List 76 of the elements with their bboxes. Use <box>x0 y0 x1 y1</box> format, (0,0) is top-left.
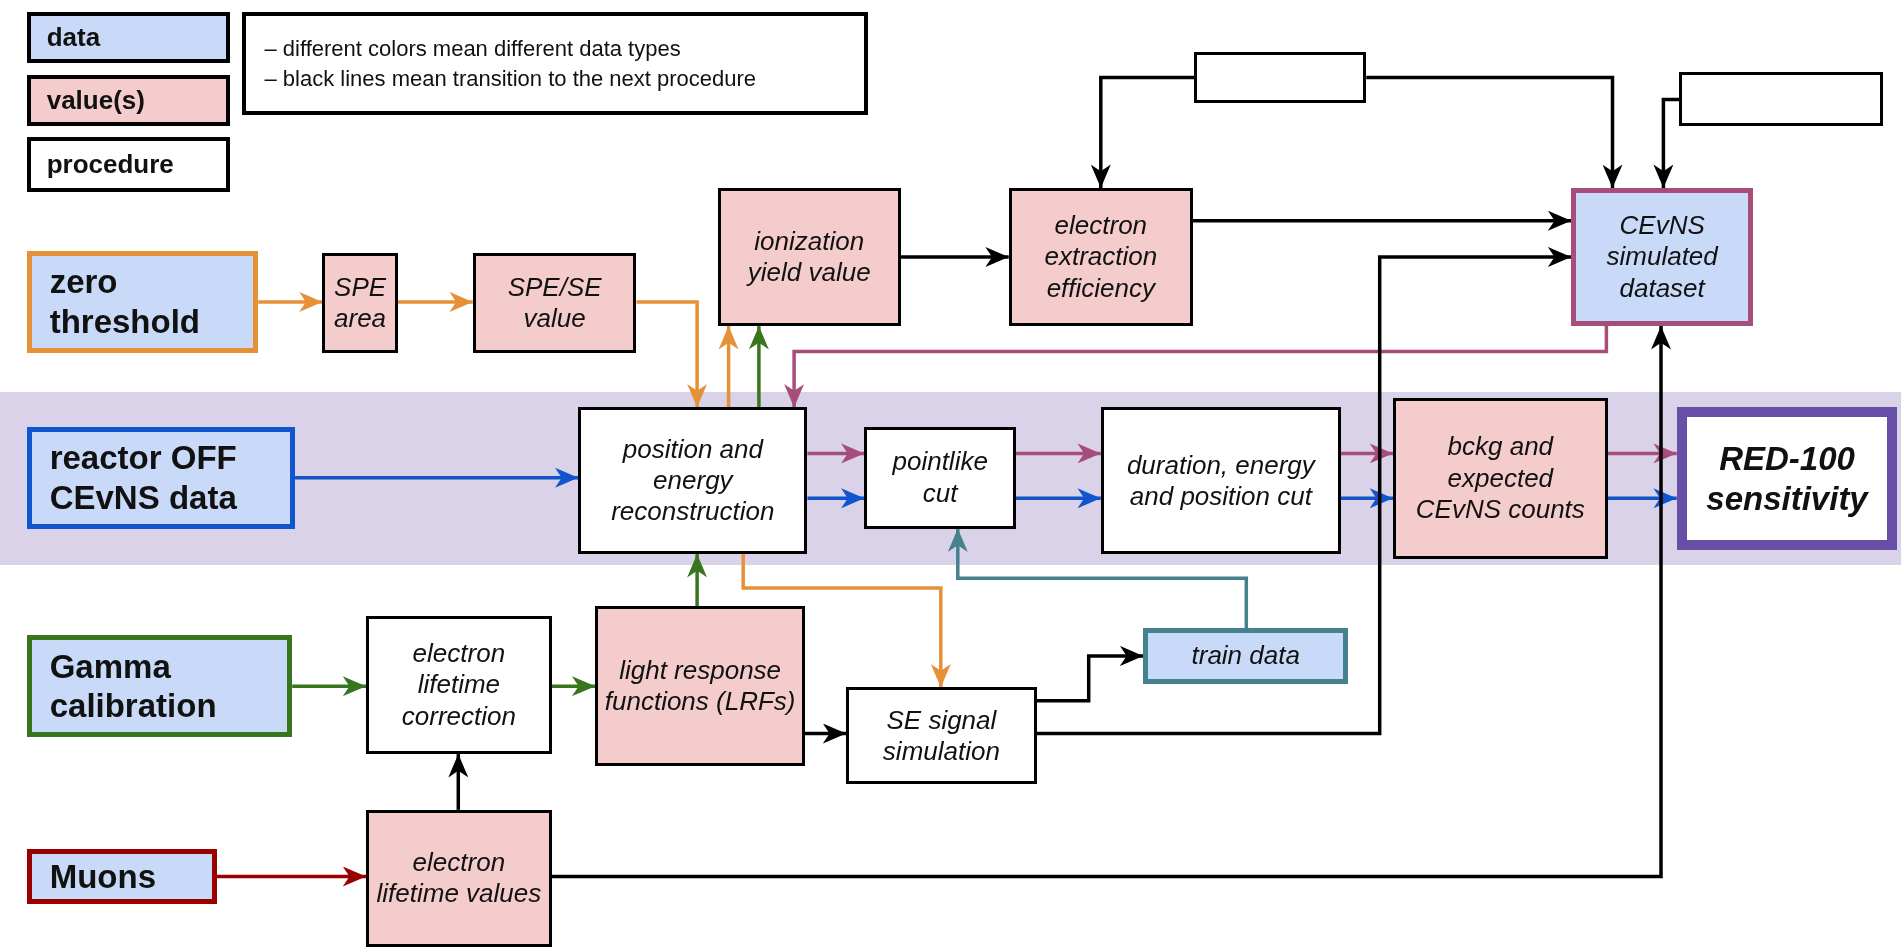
value-box <box>717 187 901 327</box>
node-label: bckg and expected CEvNS counts <box>1414 431 1586 526</box>
arrow <box>294 467 579 488</box>
value-box <box>472 253 637 353</box>
empty-box <box>1194 52 1367 104</box>
value-box <box>322 253 398 353</box>
node-label: electron lifetime correction <box>400 638 517 732</box>
data-box <box>26 250 259 353</box>
node-label: zero threshold <box>49 262 201 342</box>
arrow <box>258 291 323 312</box>
arrow <box>784 326 1609 408</box>
arrow <box>748 326 769 408</box>
arrow <box>551 676 596 697</box>
arrow <box>718 326 739 408</box>
node-label: Gamma calibration <box>49 646 218 726</box>
arrow <box>741 554 951 688</box>
data-box <box>26 635 293 738</box>
legend-label: procedure <box>46 148 174 180</box>
procedure-box <box>366 615 552 755</box>
procedure-box <box>1100 407 1341 555</box>
data-box <box>26 848 217 905</box>
arrow <box>1340 443 1393 464</box>
arrow <box>636 300 708 408</box>
arrow <box>687 554 708 607</box>
procedure-box <box>578 407 808 555</box>
node-label: electron extraction efficiency <box>1043 210 1159 304</box>
procedure-box <box>864 426 1016 529</box>
data-box <box>1143 628 1349 684</box>
node-label: CEvNS simulated dataset <box>1605 210 1720 304</box>
arrow <box>1016 443 1101 464</box>
node-label: Muons <box>49 856 156 897</box>
value-box <box>1393 397 1608 559</box>
node-label: RED-100 sensitivity <box>1705 439 1870 519</box>
arrow <box>1036 247 1572 736</box>
value-box <box>595 606 805 767</box>
arrow <box>397 291 473 312</box>
node-label: SE signal simulation <box>881 704 1001 768</box>
arrow <box>551 326 1671 879</box>
data-box <box>26 426 295 529</box>
arrow <box>448 754 469 810</box>
arrow <box>805 723 847 744</box>
legend-label: data <box>46 22 101 54</box>
arrow <box>1340 488 1393 509</box>
note-text: – black lines mean transition to the next procedure <box>264 65 758 92</box>
node-label: duration, energy and position cut <box>1125 449 1317 512</box>
node-label: SPE/SE value <box>506 271 603 335</box>
arrow <box>1193 210 1572 231</box>
procedure-box <box>1676 407 1898 551</box>
note-text: – different colors mean different data types <box>264 35 682 62</box>
legend-label: value(s) <box>46 85 145 117</box>
procedure-box <box>846 687 1037 785</box>
node-label: light response functions (LRFs) <box>604 655 796 718</box>
node-label: reactor OFF CEvNS data <box>49 438 238 518</box>
arrow <box>1653 97 1680 188</box>
value-box <box>366 809 552 947</box>
arrow <box>1090 75 1195 188</box>
data-box <box>1571 187 1754 327</box>
node-label: train data <box>1191 640 1300 672</box>
arrow <box>1607 443 1677 464</box>
arrow <box>292 676 367 697</box>
arrow <box>807 488 865 509</box>
node-label: ionization yield value <box>745 225 872 289</box>
node-label: position and energy reconstruction <box>610 433 776 528</box>
node-label: pointlike cut <box>891 446 989 509</box>
arrow <box>217 866 367 887</box>
empty-box <box>1679 71 1883 127</box>
arrow <box>1366 75 1623 188</box>
arrow <box>807 443 865 464</box>
node-label: SPE area <box>333 271 388 335</box>
node-label: electron lifetime values <box>375 847 543 910</box>
arrow <box>1016 488 1101 509</box>
arrow <box>947 528 1249 628</box>
arrow <box>1036 645 1144 703</box>
arrow <box>900 247 1009 267</box>
arrow <box>1607 488 1677 509</box>
value-box <box>1008 187 1193 327</box>
